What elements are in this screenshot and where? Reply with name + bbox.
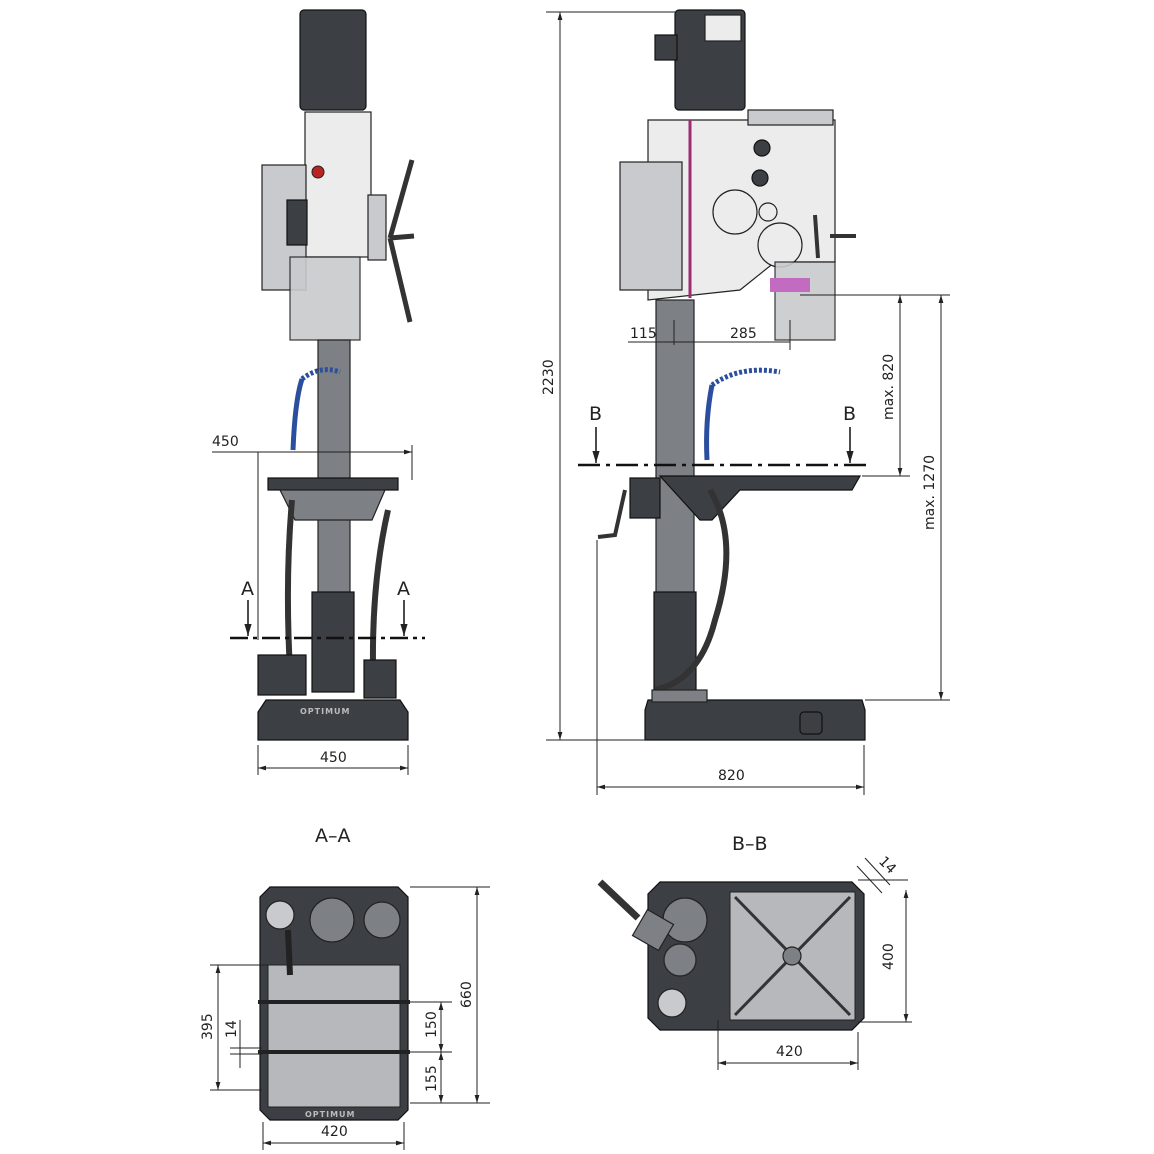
- dim-spindle-offset: 285: [730, 326, 757, 342]
- dim-150: 150: [424, 1011, 440, 1038]
- table-support: [279, 489, 386, 521]
- chuck-guard: [289, 256, 361, 341]
- electrical-box: [619, 161, 683, 291]
- section-bb: B–B 400 14 420: [597, 833, 912, 1070]
- terminal-box: [654, 34, 678, 61]
- dim-spindle-to-table: max. 820: [881, 354, 897, 420]
- table-surface: [267, 964, 401, 1108]
- spindle: [770, 278, 810, 292]
- crank-handle: [597, 879, 641, 921]
- base-logo: OPTIMUM: [300, 707, 351, 716]
- head: [304, 111, 372, 258]
- side-view: 2230 115 285 max. 820 max. 1270 B B 820: [541, 9, 950, 795]
- dim-column-offset: 115: [630, 326, 657, 342]
- switch-panel: [286, 199, 308, 246]
- section-mark-a-right: A: [397, 578, 410, 600]
- dim-14: 14: [875, 854, 899, 878]
- section-mark-b-left: B: [589, 403, 602, 425]
- dim-spindle-to-base: max. 1270: [922, 455, 938, 530]
- dim-400: 400: [881, 943, 897, 970]
- dim-155: 155: [424, 1065, 440, 1092]
- section-bb-label: B–B: [732, 833, 768, 855]
- dim-width-top: 450: [212, 434, 239, 450]
- coolant-tank: [363, 659, 397, 699]
- dim-660: 660: [459, 981, 475, 1008]
- table-crank-housing: [629, 477, 661, 519]
- feed-handle: [387, 159, 415, 323]
- rating-plate: [704, 14, 742, 42]
- section-aa-label: A–A: [315, 825, 351, 847]
- feed-housing: [367, 194, 387, 261]
- dim-total-height: 2230: [541, 359, 557, 395]
- dim-base-depth: 820: [718, 768, 745, 784]
- machine-base: [257, 699, 409, 741]
- motor: [299, 9, 367, 111]
- front-view: OPTIMUM 450 450 A A: [212, 9, 425, 775]
- section-aa: A–A OPTIMUM 395 14 150 155 660 420: [200, 825, 490, 1150]
- base-logo: OPTIMUM: [305, 1110, 356, 1119]
- column-base: [653, 591, 697, 693]
- dim-395: 395: [200, 1013, 216, 1040]
- machine-base: [644, 699, 866, 741]
- dim-420: 420: [321, 1124, 348, 1140]
- dim-width-base: 450: [320, 750, 347, 766]
- column-base: [311, 591, 355, 693]
- dim-14: 14: [224, 1020, 240, 1038]
- coolant-pump: [257, 654, 307, 696]
- coolant-hose: [290, 378, 305, 451]
- section-mark-b-right: B: [843, 403, 856, 425]
- coolant-hose: [704, 384, 715, 461]
- column: [655, 299, 695, 596]
- dim-420: 420: [776, 1044, 803, 1060]
- section-mark-a-left: A: [241, 578, 254, 600]
- emergency-stop-icon: [311, 165, 325, 179]
- table-crank: [597, 489, 627, 539]
- chuck-guard: [774, 261, 836, 341]
- work-table: [267, 477, 399, 491]
- work-table: [658, 475, 862, 521]
- column: [317, 339, 351, 596]
